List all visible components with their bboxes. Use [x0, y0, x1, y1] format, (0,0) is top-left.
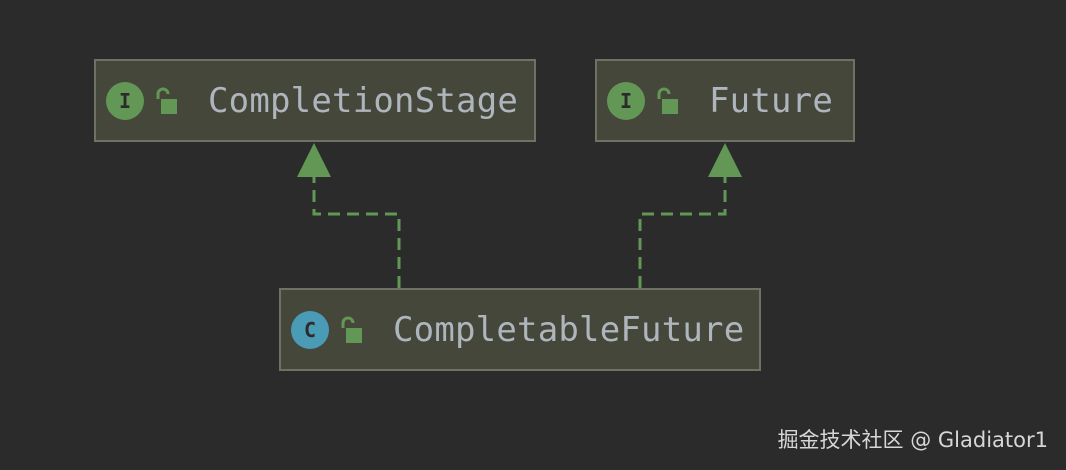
node-future[interactable]: I Future: [595, 59, 855, 142]
interface-icon: I: [106, 81, 144, 120]
interface-icon: I: [607, 81, 645, 120]
edge-line-completionstage: [312, 175, 401, 288]
edge-completablefuture-to-future: [638, 143, 742, 288]
watermark-text: 掘金技术社区 @ Gladiator1: [777, 428, 1048, 452]
edge-completablefuture-to-completionstage: [297, 143, 401, 288]
arrowhead-completionstage: [297, 143, 331, 177]
unlocked-padlock-icon: [657, 87, 678, 114]
node-name: CompletableFuture: [393, 309, 745, 350]
node-completionstage[interactable]: I CompletionStage: [94, 59, 536, 142]
node-completablefuture[interactable]: C CompletableFuture: [279, 288, 761, 371]
arrowhead-future: [708, 143, 742, 177]
class-icon: C: [291, 310, 329, 349]
unlocked-padlock-icon: [156, 87, 177, 114]
unlocked-padlock-icon: [341, 316, 362, 343]
node-name: CompletionStage: [208, 80, 519, 121]
node-name: Future: [709, 80, 834, 121]
edge-line-future: [638, 175, 727, 288]
